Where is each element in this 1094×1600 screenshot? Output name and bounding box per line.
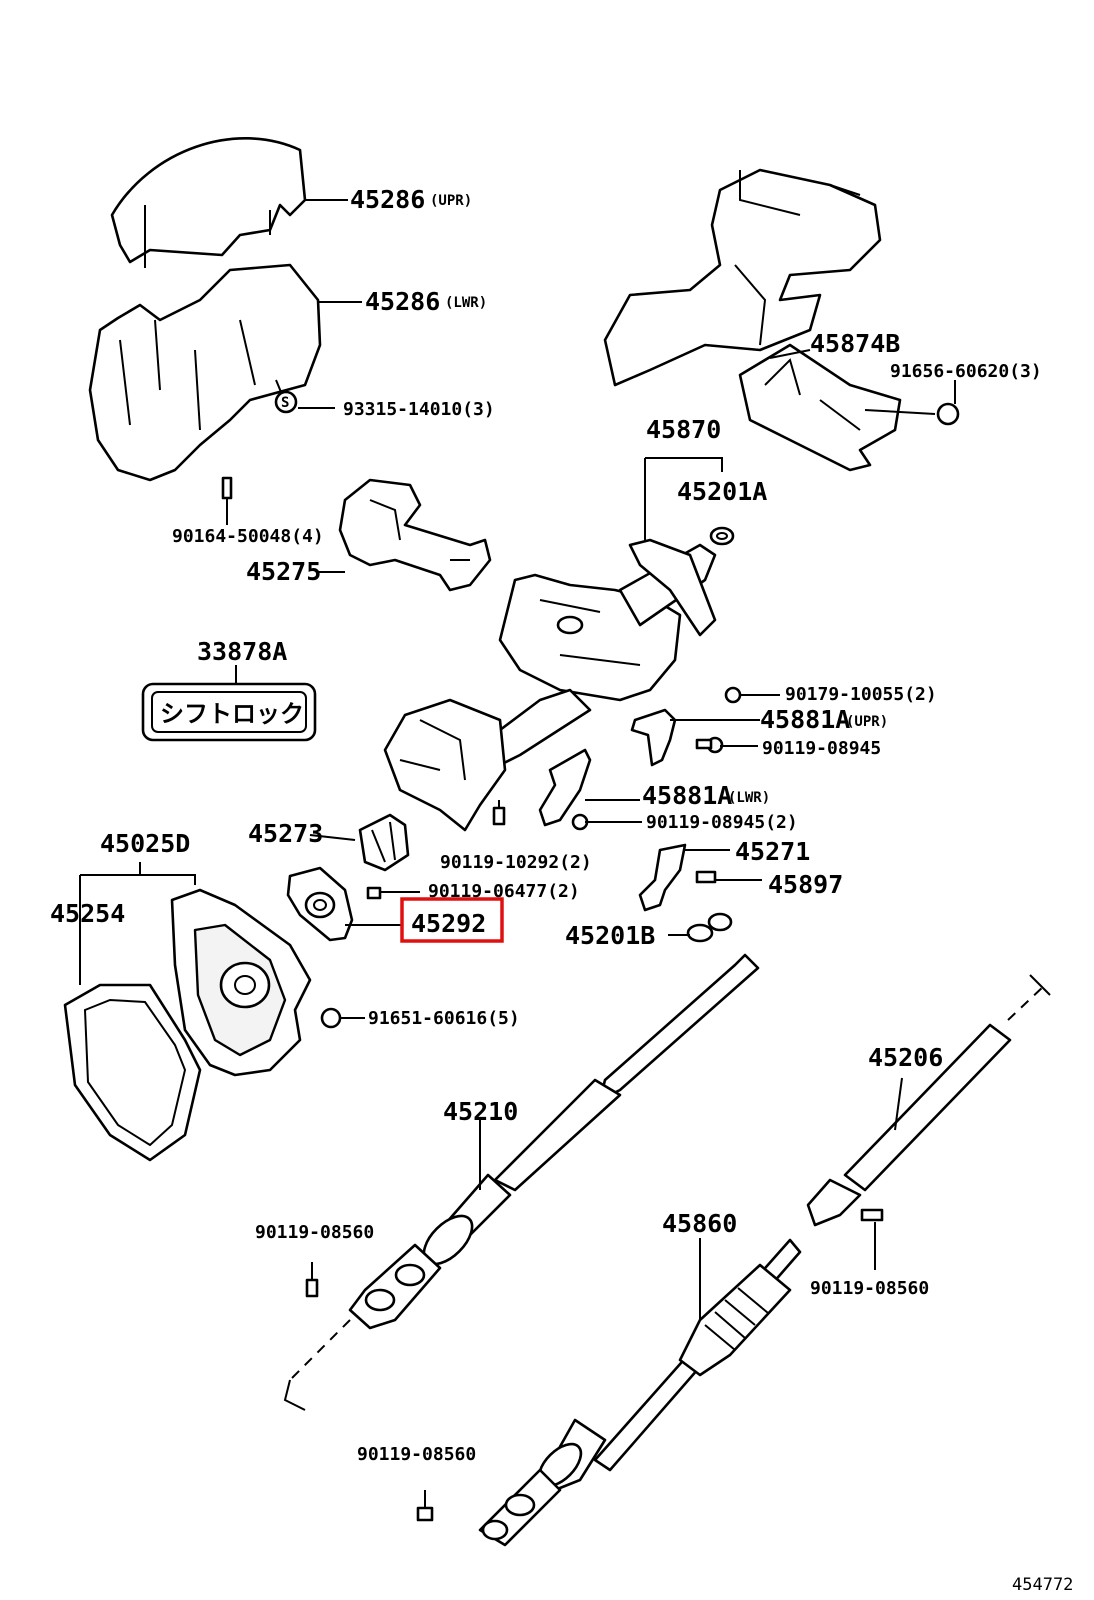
label-45860: 45860 — [662, 1209, 737, 1238]
label-90119-08560-a: 90119-08560 — [255, 1222, 374, 1243]
label-90119-08560-c: 90119-08560 — [357, 1444, 476, 1465]
figure-id: 454772 — [1012, 1575, 1073, 1595]
bushing-45273 — [358, 813, 410, 872]
bolt-90164 — [221, 476, 233, 525]
label-45881A-lower-suffix: (LWR) — [728, 790, 770, 806]
bolt-90119-08560-c — [416, 1490, 434, 1522]
bolt-90119-08945-2 — [571, 813, 589, 831]
label-45271: 45271 — [735, 837, 810, 866]
nut-91656 — [936, 402, 960, 426]
highlight-box-45292 — [400, 897, 504, 943]
label-45201B: 45201B — [565, 921, 655, 950]
bolt-90119-08945 — [695, 736, 724, 754]
label-91656-60620: 91656-60620(3) — [890, 361, 1042, 382]
bracket-45874B — [738, 343, 902, 472]
bearing-45201B — [686, 912, 733, 943]
label-90119-10292: 90119-10292(2) — [440, 852, 592, 873]
shaft-45210 — [283, 953, 760, 1411]
label-45210: 45210 — [443, 1097, 518, 1126]
label-45292: 45292 — [411, 909, 486, 938]
label-45870: 45870 — [646, 415, 721, 444]
shift-lock-plate — [141, 682, 317, 742]
label-45881A-upper-suffix: (UPR) — [846, 714, 888, 730]
label-45874B: 45874B — [810, 329, 900, 358]
boot-45025D — [170, 888, 312, 1077]
bolt-90119-08560-a — [305, 1262, 319, 1298]
label-90119-08945-2: 90119-08945(2) — [646, 812, 798, 833]
label-45254: 45254 — [50, 899, 125, 928]
label-90119-08560-b: 90119-08560 — [810, 1278, 929, 1299]
label-45025D: 45025D — [100, 829, 190, 858]
label-90164-50048: 90164-50048(4) — [172, 526, 324, 547]
label-45273: 45273 — [248, 819, 323, 848]
bracket-45881A-upper — [630, 708, 677, 767]
part-labels: 45286 (UPR) 45286 (LWR) 93315-14010(3) 9… — [50, 185, 1073, 1595]
bearing-45201A — [709, 526, 735, 546]
label-45286-upper-suffix: (UPR) — [430, 193, 472, 209]
column-tube-45870 — [478, 538, 717, 772]
label-45206: 45206 — [868, 1043, 943, 1072]
label-45201A: 45201A — [677, 477, 767, 506]
column-cover-lower — [88, 263, 322, 482]
bolt-90119-08560-b — [860, 1208, 884, 1222]
label-93315-14010: 93315-14010(3) — [343, 399, 495, 420]
label-45275: 45275 — [246, 557, 321, 586]
label-45897: 45897 — [768, 870, 843, 899]
bracket-45271 — [638, 843, 687, 912]
column-cover-upper — [110, 137, 307, 268]
label-45881A-upper: 45881A — [760, 705, 850, 734]
bolt-90119-10292 — [492, 800, 506, 826]
nut-91651 — [320, 1007, 342, 1029]
label-91651-60616: 91651-60616(5) — [368, 1008, 520, 1029]
label-90119-08945: 90119-08945 — [762, 738, 881, 759]
leader-lines — [79, 199, 956, 1320]
lower-bracket-body — [383, 698, 507, 832]
bracket-45275 — [338, 478, 492, 592]
label-45881A-lower: 45881A — [642, 781, 732, 810]
label-90119-06477: 90119-06477(2) — [428, 881, 580, 902]
seal-45292 — [286, 866, 354, 942]
nut-90179 — [724, 686, 742, 704]
shaft-45860 — [478, 1238, 802, 1547]
bolt-45897 — [695, 870, 717, 884]
column-support-upper — [603, 168, 882, 387]
label-33878A: 33878A — [197, 637, 287, 666]
bracket-45881A-lower — [538, 748, 592, 827]
screw-93315: S — [274, 390, 298, 414]
label-45286-lower-suffix: (LWR) — [445, 295, 487, 311]
label-45286-lower: 45286 — [365, 287, 440, 316]
shaft-45206 — [806, 974, 1051, 1227]
svg-text:S: S — [281, 395, 289, 411]
label-45286-upper: 45286 — [350, 185, 425, 214]
label-shiftlock-plate: シフトロック — [160, 700, 304, 728]
gasket-45254 — [63, 983, 202, 1162]
bolt-90119-06477 — [366, 886, 382, 900]
label-90179-10055: 90179-10055(2) — [785, 684, 937, 705]
